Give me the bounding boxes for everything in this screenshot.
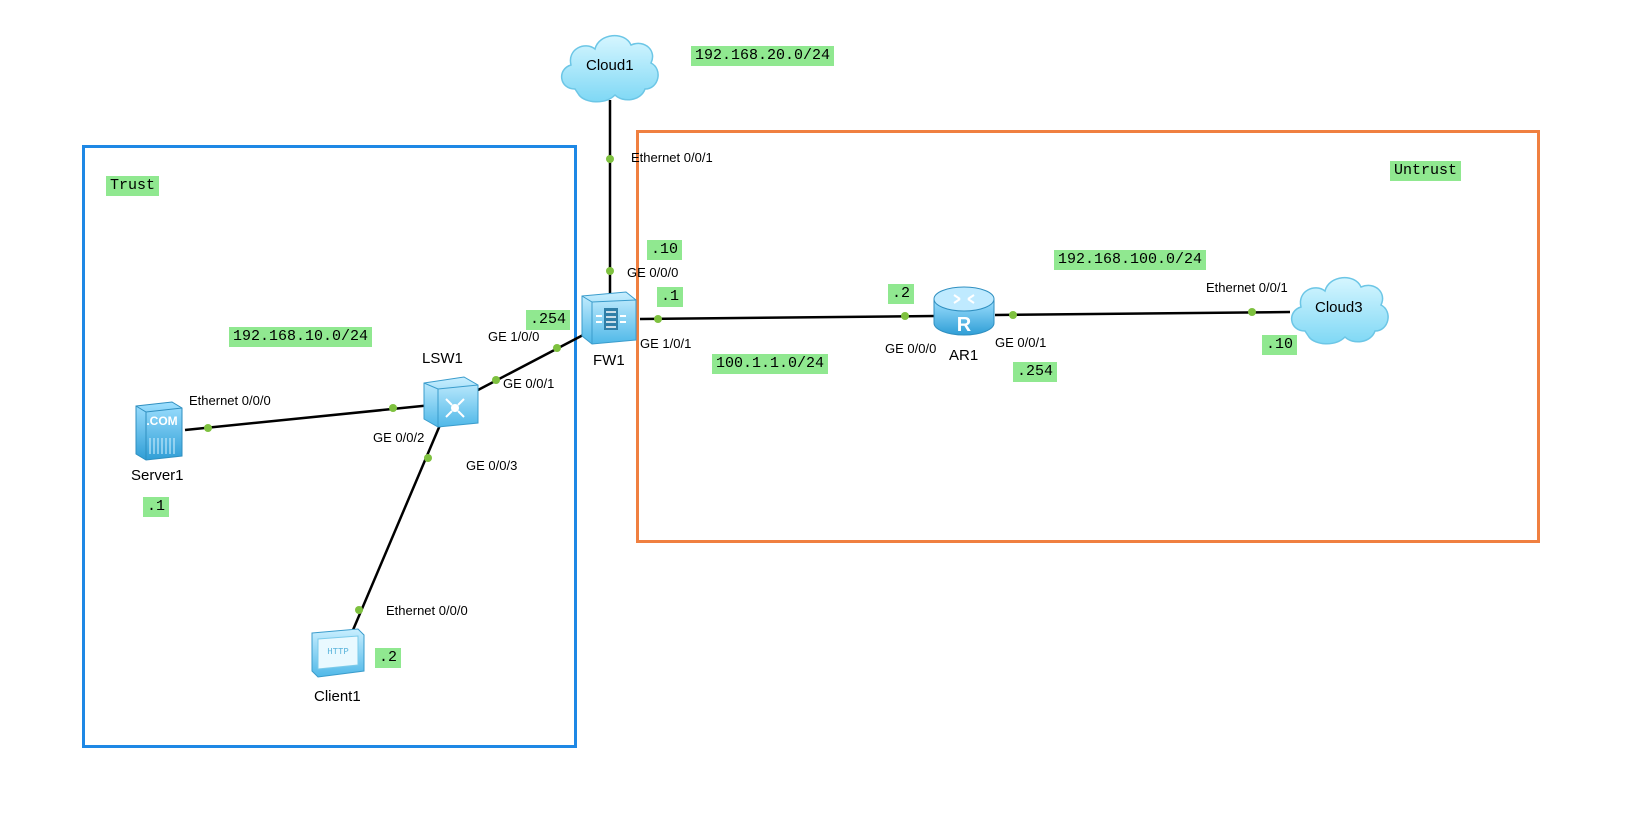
port-dot	[553, 344, 561, 352]
link-ar1-cloud3	[994, 310, 1291, 317]
port-label-ar1-ge001: GE 0/0/1	[995, 335, 1047, 350]
port-dot	[492, 376, 500, 384]
port-label-client1-eth000: Ethernet 0/0/0	[386, 603, 468, 618]
untrust-zone[interactable]	[636, 130, 1540, 543]
port-dot	[204, 424, 212, 432]
network-label-cloud3: 192.168.100.0/24	[1054, 250, 1207, 270]
switch-icon	[423, 376, 479, 428]
lsw1-name: LSW1	[422, 350, 463, 367]
fw1-name: FW1	[593, 352, 625, 369]
port-label-server1-eth000: Ethernet 0/0/0	[189, 393, 271, 408]
client1-badge: HTTP	[327, 647, 349, 657]
cloud3-device[interactable]: Cloud3	[1283, 265, 1395, 353]
port-label-fw1-ge000: GE 0/0/0	[627, 265, 679, 280]
port-label-ar1-ge000: GE 0/0/0	[885, 341, 937, 356]
ar1-name: AR1	[949, 347, 979, 364]
port-dot	[1248, 308, 1256, 316]
port-label-cloud3-eth001: Ethernet 0/0/1	[1206, 280, 1288, 295]
firewall-icon	[581, 291, 637, 345]
address-fw1-ge100: .254	[526, 310, 571, 330]
port-dot	[355, 606, 363, 614]
server-icon	[135, 401, 183, 461]
trust-zone-label: Trust	[106, 176, 160, 196]
port-label-lsw1-ge001: GE 0/0/1	[503, 376, 555, 391]
port-label-lsw1-ge003: GE 0/0/3	[466, 458, 518, 473]
server1-badge: .COM	[146, 414, 178, 428]
client-icon	[311, 628, 365, 678]
lsw1-device[interactable]	[420, 375, 482, 429]
cloud-icon	[1291, 277, 1389, 345]
svg-text:R: R	[957, 314, 972, 336]
router-icon: R	[933, 286, 995, 336]
trust-zone[interactable]	[82, 145, 577, 748]
fw1-device[interactable]	[578, 290, 640, 346]
address-fw1-ge000: .10	[647, 240, 683, 260]
address-ar1-ge000: .2	[888, 284, 915, 304]
server1-name: Server1	[131, 467, 184, 484]
cloud-icon	[561, 35, 659, 103]
port-label-cloud1-eth001: Ethernet 0/0/1	[631, 150, 713, 165]
port-dot	[654, 315, 662, 323]
network-label-cloud1: 192.168.20.0/24	[691, 46, 835, 66]
network-label-trust: 192.168.10.0/24	[229, 327, 373, 347]
cloud1-device[interactable]: Cloud1	[553, 25, 665, 107]
address-cloud3: .10	[1262, 335, 1298, 355]
client1-name: Client1	[314, 688, 361, 705]
ar1-device[interactable]: R	[932, 285, 996, 339]
address-ar1-ge001: .254	[1013, 362, 1058, 382]
cloud1-name: Cloud1	[586, 57, 634, 74]
port-dot	[389, 404, 397, 412]
address-fw1-ge101: .1	[657, 287, 684, 307]
untrust-zone-label: Untrust	[1390, 161, 1462, 181]
port-dot	[1009, 311, 1017, 319]
address-client1: .2	[375, 648, 402, 668]
port-dot	[606, 267, 614, 275]
client1-device[interactable]: HTTP	[306, 627, 368, 679]
address-server1: .1	[143, 497, 170, 517]
network-label-link: 100.1.1.0/24	[712, 354, 829, 374]
cloud3-name: Cloud3	[1315, 299, 1363, 316]
port-dot	[606, 155, 614, 163]
link-fw1-ar1	[639, 314, 936, 321]
port-label-lsw1-ge002: GE 0/0/2	[373, 430, 425, 445]
port-dot	[424, 454, 432, 462]
port-dot	[901, 312, 909, 320]
port-label-fw1-ge100: GE 1/0/0	[488, 329, 540, 344]
server1-device[interactable]: .COM	[132, 400, 186, 462]
port-label-fw1-ge101: GE 1/0/1	[640, 336, 692, 351]
